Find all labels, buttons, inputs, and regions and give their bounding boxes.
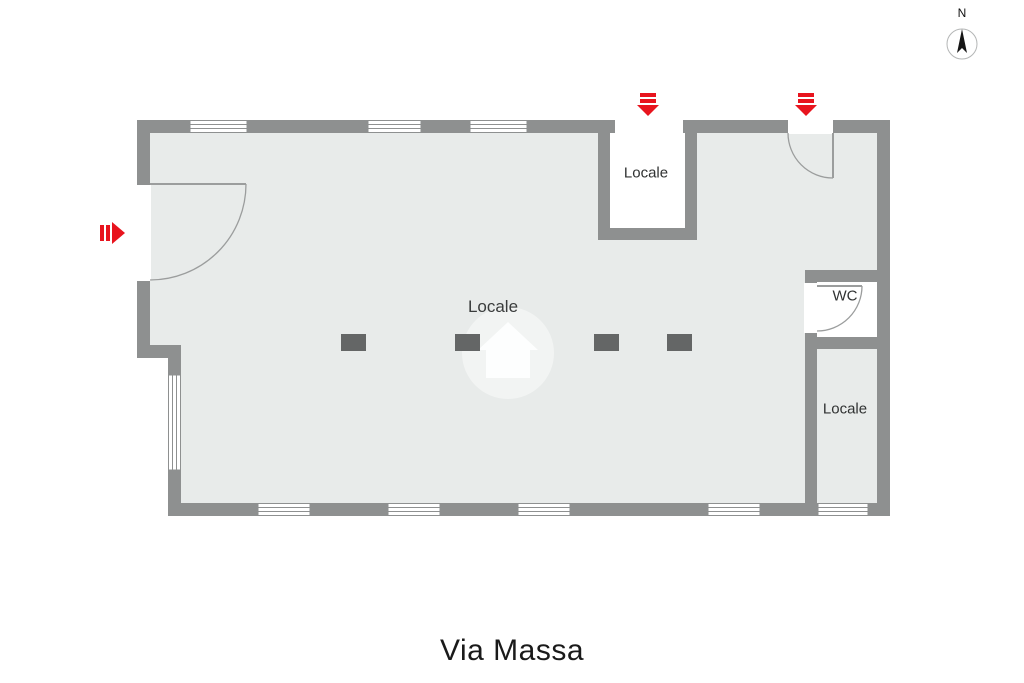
room-label-main: Locale <box>467 297 519 316</box>
floor-area <box>137 120 890 516</box>
window <box>817 503 869 516</box>
room-label-wc: WC <box>832 287 858 305</box>
room-label-bottom-right: Locale <box>822 400 868 418</box>
window <box>257 503 311 516</box>
entrance-arrow-top-1-icon <box>637 93 659 116</box>
pillars <box>341 334 692 351</box>
opening-top-right <box>788 119 833 134</box>
wc-wall-top <box>805 270 877 282</box>
wc-door-opening <box>804 283 818 333</box>
wc-and-side-rooms <box>804 270 877 516</box>
entrance-arrow-top-2-icon <box>795 93 817 116</box>
window <box>367 120 422 133</box>
pillar <box>341 334 366 351</box>
opening-left-entry <box>136 185 151 281</box>
pillar <box>667 334 692 351</box>
entrance-arrow-left-icon <box>100 222 125 244</box>
windows <box>168 120 869 516</box>
wall-right <box>877 120 890 516</box>
street-name: Via Massa <box>439 634 585 667</box>
compass-icon <box>946 28 978 60</box>
window <box>707 503 761 516</box>
watermark-logo <box>462 307 554 399</box>
opening-top-room <box>615 119 683 134</box>
wall-left-mid <box>137 281 150 358</box>
top-room-wall-right <box>685 133 697 240</box>
entrance-arrows <box>100 93 817 244</box>
top-room <box>598 133 697 240</box>
window <box>168 374 181 471</box>
pillar <box>455 334 480 351</box>
compass-north-label: N <box>957 6 967 20</box>
top-right-door <box>787 132 834 179</box>
window <box>469 120 528 133</box>
window <box>517 503 571 516</box>
wc-wall-bottom <box>805 337 877 349</box>
room-label-top: Locale <box>623 164 669 182</box>
door-openings <box>136 119 833 281</box>
wc-floor <box>817 282 877 337</box>
top-room-wall-bottom <box>598 228 697 240</box>
window <box>189 120 248 133</box>
top-room-wall-left <box>598 133 610 240</box>
window <box>387 503 441 516</box>
entry-door <box>149 183 247 281</box>
pillar <box>594 334 619 351</box>
wall-left-upper <box>137 120 150 185</box>
doors <box>149 132 863 332</box>
wc-door <box>816 285 863 332</box>
